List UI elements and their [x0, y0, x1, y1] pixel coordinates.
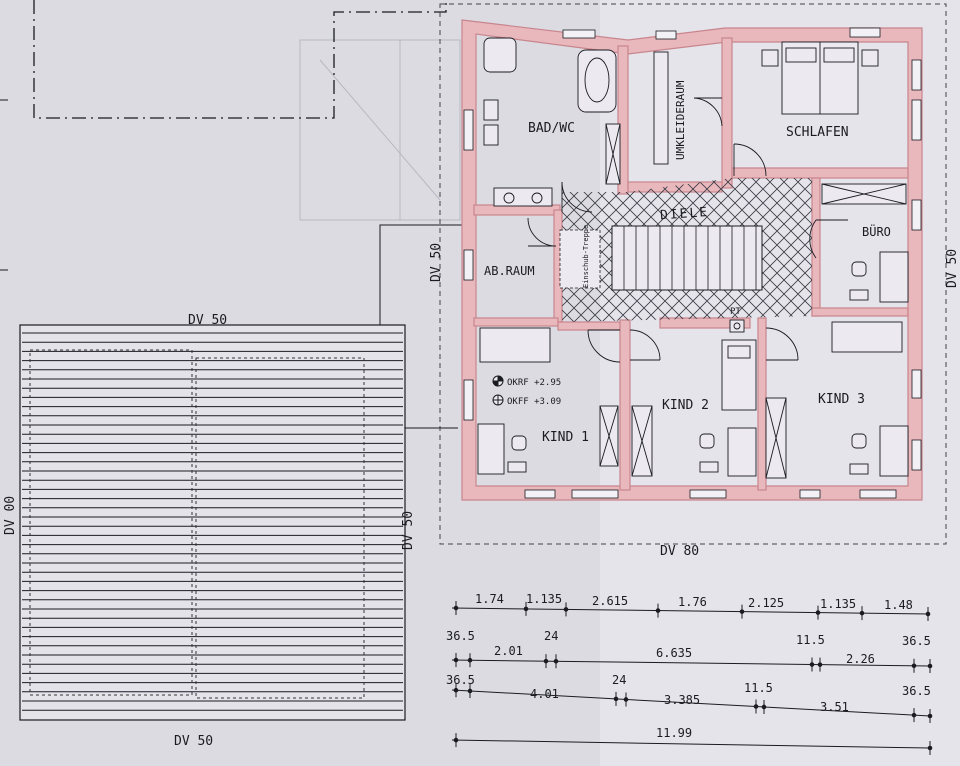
dim-row3-item: 24	[612, 673, 626, 687]
background-traces	[299, 39, 461, 221]
dimension-dot	[453, 605, 459, 611]
dim-row1-item: 2.615	[592, 594, 628, 608]
room-label-umkleide: UMKLEIDERAUM	[674, 80, 687, 160]
dimension-dot	[817, 662, 823, 667]
dimension-dot	[467, 657, 473, 663]
dimension-dot	[453, 687, 459, 693]
dimension-dot	[453, 737, 459, 743]
roof-outline	[439, 3, 947, 545]
room-label-kind1: KIND 1	[542, 430, 589, 445]
dim-row1-item: 1.76	[678, 595, 707, 609]
room-label-buero: BÜRO	[862, 223, 891, 239]
dimension-dot	[927, 713, 933, 719]
dim-total: 11.99	[656, 726, 692, 740]
dv80-bottom-label: DV 80	[660, 544, 699, 559]
dimension-dot	[613, 696, 619, 702]
dimension-dot	[927, 663, 933, 669]
dim-row2-item: 6.635	[656, 646, 692, 660]
dim-row1-item: 1.135	[526, 592, 562, 606]
room-label-schlafen: SCHLAFEN	[786, 125, 849, 140]
dimension-dot	[927, 745, 933, 751]
dimension-dot	[655, 608, 661, 613]
dimension-dot	[523, 606, 529, 612]
dimension-dot	[911, 712, 917, 718]
dimension-dot	[809, 662, 815, 667]
dimension-dot	[563, 607, 569, 612]
dv00-left-label: DV 00	[3, 496, 18, 535]
dim-row2-item: 2.01	[494, 644, 523, 658]
dim-row1-item: 2.125	[748, 596, 784, 610]
dim-row3-item: 4.01	[530, 687, 559, 701]
dimension-dot	[623, 697, 629, 702]
dim-row2-item: 36.5	[902, 634, 931, 648]
dv50-bottom-label: DV 50	[174, 734, 213, 749]
dimension-dot	[553, 659, 559, 664]
dv50-roof-right-label: DV 50	[401, 511, 416, 550]
room-label-bad: BAD/WC	[528, 121, 575, 136]
okff-level: OKFF +3.09	[507, 397, 561, 407]
dimension-dot	[859, 610, 865, 616]
dim-row1-item: 1.74	[475, 592, 504, 606]
dim-row2-item: 36.5	[446, 629, 475, 643]
room-label-diele: DIELE	[660, 205, 710, 223]
dimension-dot	[815, 610, 821, 615]
carport-roof	[19, 324, 406, 721]
dim-row3-item: 36.5	[902, 684, 931, 698]
dv50-house-right-label: DV 50	[945, 249, 960, 288]
dimension-dot	[739, 609, 745, 614]
dim-row3-item: 11.5	[744, 681, 773, 695]
dim-row2-item: 11.5	[796, 633, 825, 647]
room-label-kind3: KIND 3	[818, 392, 865, 407]
dimension-dot	[761, 704, 767, 710]
dimension-dot	[753, 704, 759, 709]
door-swings	[527, 97, 848, 363]
dimension-dot	[911, 663, 917, 669]
level-symbols	[492, 375, 504, 406]
windows	[463, 27, 922, 499]
fixtures	[477, 37, 909, 479]
pt-label: PT	[730, 307, 741, 317]
dimension-dot	[543, 658, 549, 664]
dim-row1-item: 1.135	[820, 597, 856, 611]
room-label-abraum: AB.RAUM	[484, 264, 535, 278]
dimension-dot	[453, 657, 459, 663]
property-line	[33, 0, 447, 119]
dv50-house-left-label: DV 50	[429, 243, 444, 282]
room-label-kind2: KIND 2	[662, 398, 709, 413]
dim-row3-item: 3.51	[820, 700, 849, 714]
dim-row2-item: 2.26	[846, 652, 875, 666]
dv50-top-label: DV 50	[188, 313, 227, 328]
dim-row3-item: 3.385	[664, 693, 700, 707]
dimension-dot	[467, 688, 473, 694]
dimension-chains	[451, 601, 933, 755]
stair	[559, 225, 763, 291]
stair-note: Einschub-Treppe	[582, 225, 590, 288]
dim-row1-item: 1.48	[884, 598, 913, 612]
dimension-texts: 1.74 1.135 2.615 1.76 2.125 1.135 1.48 3…	[446, 592, 931, 740]
dim-row3-item: 36.5	[446, 673, 475, 687]
okrf-level: OKRF +2.95	[507, 378, 561, 388]
dimension-dot	[925, 611, 931, 617]
dim-row2-item: 24	[544, 629, 558, 643]
